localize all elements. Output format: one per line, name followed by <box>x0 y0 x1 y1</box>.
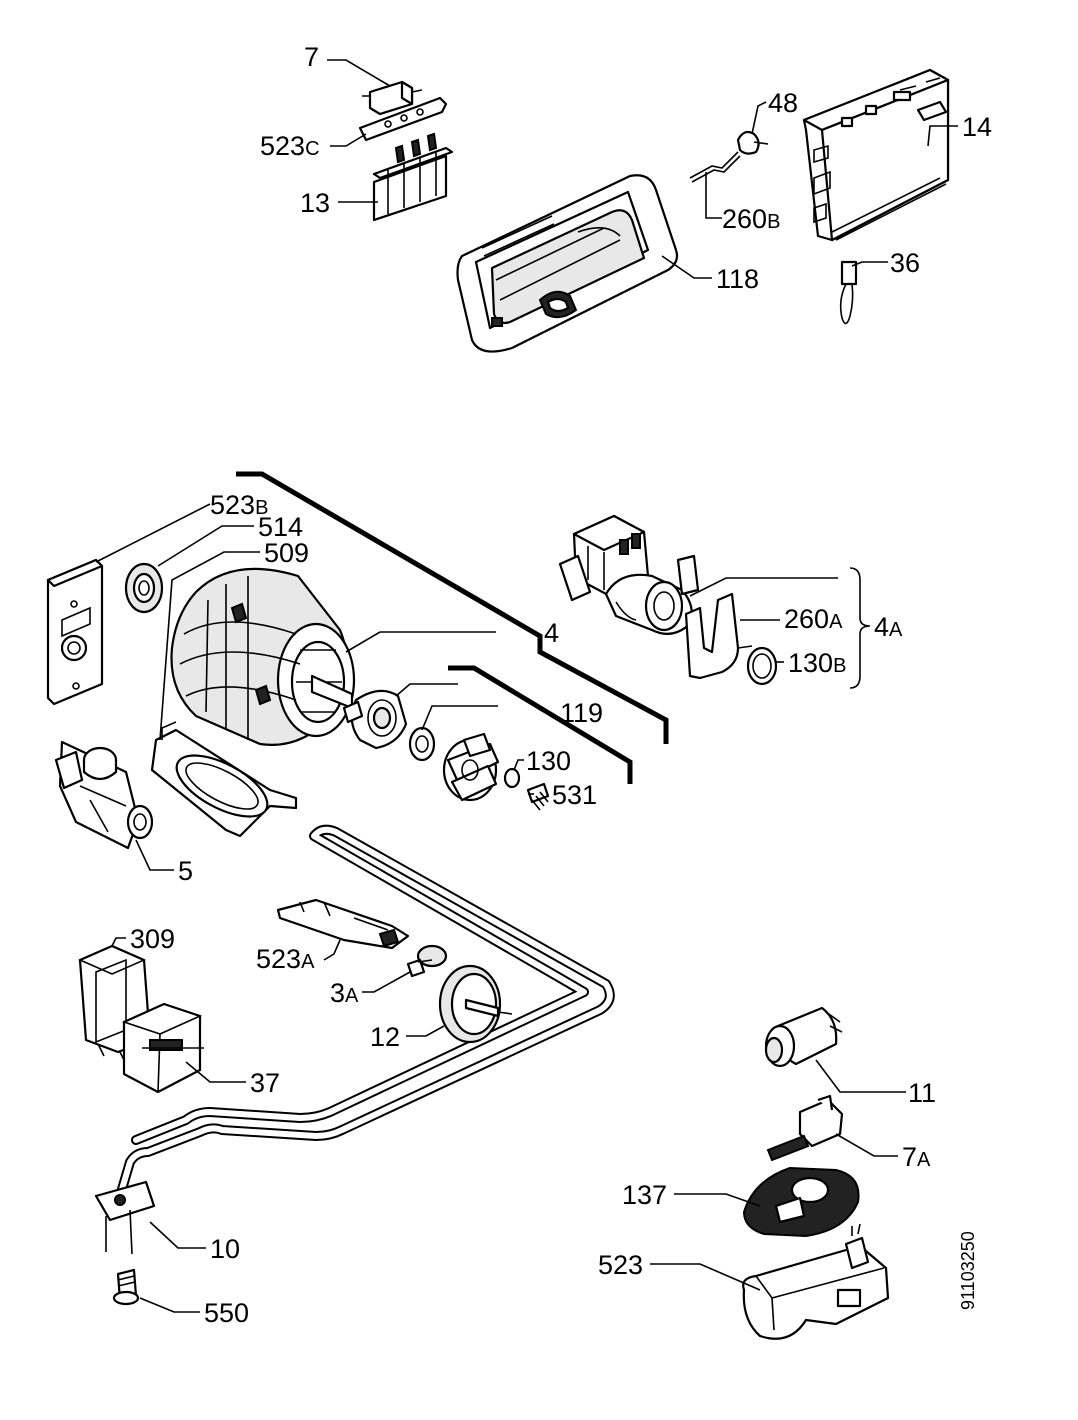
label-509: 509 <box>264 538 309 568</box>
part-4a-pump <box>558 514 700 635</box>
part-48-clip <box>736 130 769 155</box>
label-3a: 3A <box>330 978 359 1008</box>
part-260b-wire <box>689 151 741 183</box>
assembly-bars <box>236 471 669 784</box>
part-119-seal <box>342 689 408 750</box>
label-11: 11 <box>908 1078 936 1108</box>
part-36-connector <box>839 260 858 325</box>
part-7a-microswitch <box>766 1094 844 1162</box>
part-119-impeller <box>442 732 500 802</box>
part-523b-cover <box>46 558 104 706</box>
label-130: 130 <box>526 746 571 776</box>
label-7a: 7A <box>902 1142 931 1172</box>
callout-labels: 7 523C 13 48 14 260B 118 36 523B 514 509… <box>130 42 992 1328</box>
part-12-sensor <box>438 964 513 1044</box>
part-130b-oring <box>746 646 778 686</box>
brace-4a <box>849 567 871 689</box>
label-523: 523 <box>598 1250 643 1280</box>
part-514-ring <box>124 562 164 614</box>
part-118-dispenser <box>456 174 679 353</box>
label-48: 48 <box>768 88 798 118</box>
label-119: 119 <box>560 698 603 728</box>
label-118: 118 <box>716 264 759 294</box>
label-514: 514 <box>258 512 303 542</box>
part-37-relay <box>121 1002 204 1094</box>
label-7: 7 <box>304 42 319 72</box>
leader-lines <box>95 59 958 1313</box>
label-523c: 523C <box>260 131 320 161</box>
part-13-terminal-block <box>372 132 454 222</box>
part-119-bushing <box>408 726 436 762</box>
label-12: 12 <box>370 1022 400 1052</box>
label-137: 137 <box>622 1180 667 1210</box>
label-4a: 4A <box>874 612 903 642</box>
label-5: 5 <box>178 856 193 886</box>
part-11-motor <box>764 1006 843 1068</box>
part-14-control-module <box>802 68 950 242</box>
label-523a: 523A <box>256 944 315 974</box>
label-37: 37 <box>250 1068 280 1098</box>
part-550-plug <box>112 1268 140 1306</box>
label-130b: 130B <box>788 648 846 678</box>
part-523-housing <box>742 1223 890 1340</box>
part-523c-clip <box>358 96 448 142</box>
part-4-motor <box>170 567 356 746</box>
part-10-heating-element <box>94 824 615 1255</box>
label-4: 4 <box>544 618 559 648</box>
part-509-bracket <box>150 721 298 838</box>
label-309: 309 <box>130 924 175 954</box>
drawing-number: 91103250 <box>958 1231 978 1310</box>
label-523b: 523B <box>210 490 268 520</box>
label-550: 550 <box>204 1298 249 1328</box>
label-36: 36 <box>890 248 920 278</box>
part-531-screw <box>526 782 550 811</box>
part-523a-bracket <box>276 898 410 950</box>
label-13: 13 <box>300 188 330 218</box>
part-3a-thermostat <box>406 944 448 978</box>
label-531: 531 <box>552 780 597 810</box>
label-14: 14 <box>962 112 992 142</box>
part-5-valve <box>54 740 154 850</box>
label-260a: 260A <box>784 604 843 634</box>
part-130-oring <box>503 767 521 789</box>
label-10: 10 <box>210 1234 240 1264</box>
part-260a-fork-clip <box>684 592 753 680</box>
part-7-switch <box>362 80 423 116</box>
label-260b: 260B <box>722 204 780 234</box>
part-137-filter <box>742 1166 860 1238</box>
